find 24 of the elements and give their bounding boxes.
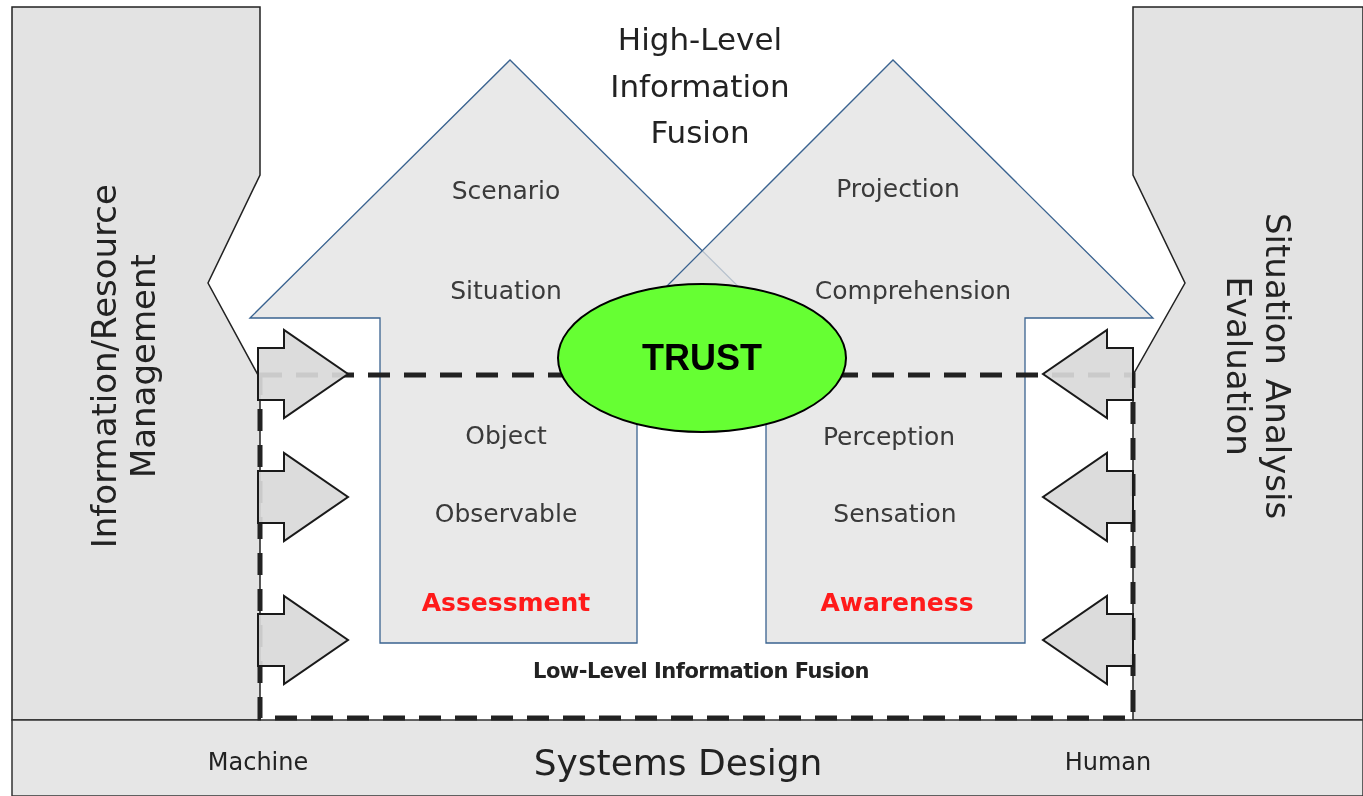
house-label: Comprehension xyxy=(814,275,1012,305)
panel-title: Situation Analysis Evaluation xyxy=(1218,212,1298,522)
house-label: Scenario xyxy=(451,175,561,205)
house-label: Sensation xyxy=(833,498,957,528)
house-label: Situation xyxy=(450,275,562,305)
house-label: Perception xyxy=(822,421,956,451)
trust-label: TRUST xyxy=(642,337,762,379)
section-label: Low-Level Information Fusion xyxy=(532,658,870,686)
house-label: Object xyxy=(465,420,547,450)
block-arrow xyxy=(1041,451,1134,543)
block-arrow xyxy=(1041,328,1134,420)
block-arrow xyxy=(257,594,350,686)
section-label: High-Level Information Fusion xyxy=(609,20,791,153)
bar-label: Machine xyxy=(207,748,309,776)
house-heading: Awareness xyxy=(820,587,974,617)
bar-label: Systems Design xyxy=(533,741,823,783)
block-arrow xyxy=(257,451,350,543)
house-label: Observable xyxy=(434,498,578,528)
block-arrow xyxy=(1041,594,1134,686)
block-arrow xyxy=(257,328,350,420)
house-heading: Assessment xyxy=(421,587,591,617)
house-label: Projection xyxy=(836,173,960,203)
bar-label: Human xyxy=(1064,748,1152,776)
panel-title: Information/Resource Management xyxy=(84,183,164,551)
